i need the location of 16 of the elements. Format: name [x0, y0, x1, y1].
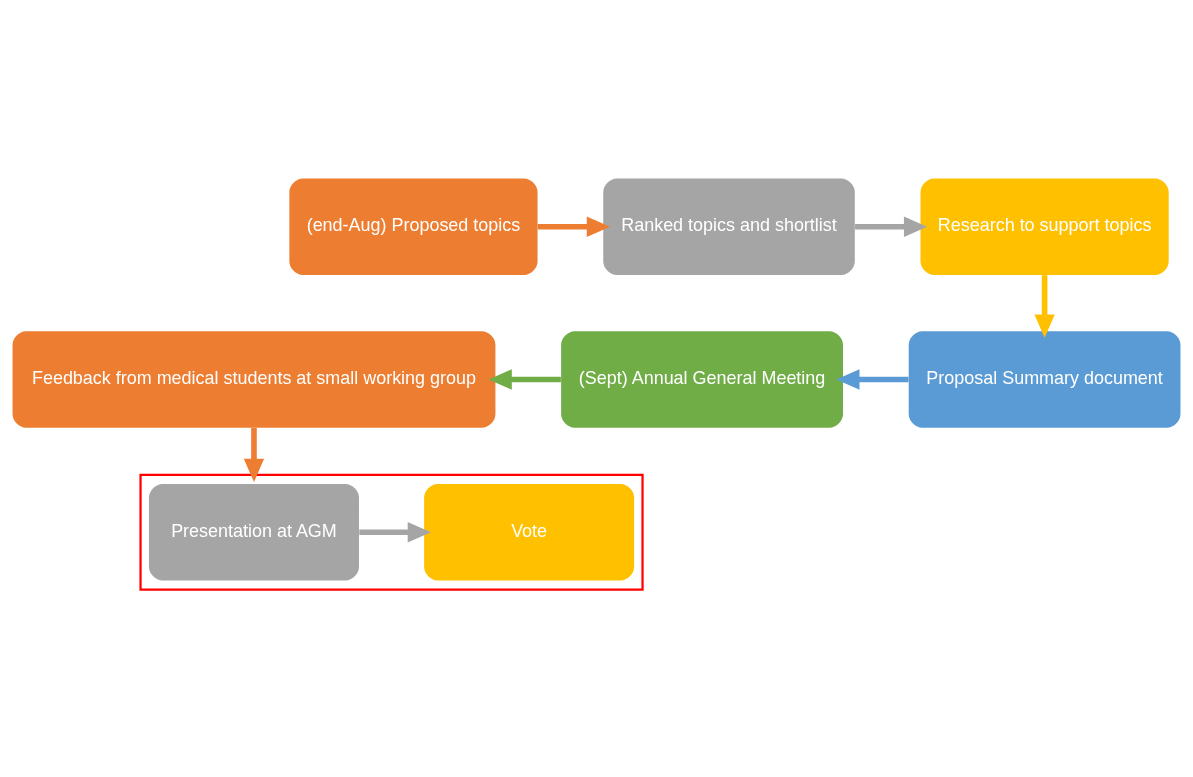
node-box: Ranked topics and shortlist [603, 178, 855, 276]
node-box: Research to support topics [920, 178, 1169, 276]
arrow [855, 216, 928, 237]
node-box: Proposal Summary document [908, 331, 1181, 428]
arrow [1034, 275, 1055, 338]
arrow [243, 427, 265, 482]
cluster [139, 473, 644, 591]
node-box: Vote [424, 483, 635, 581]
arrow [836, 369, 909, 390]
arrow [488, 369, 561, 390]
node-box: (end-Aug) Proposed topics [289, 178, 538, 276]
arrow [537, 216, 611, 237]
arrow [359, 522, 431, 543]
node-box: (Sept) Annual General Meeting [561, 331, 843, 428]
node-box: Feedback from medical students at small working group [12, 331, 496, 428]
node-box: Presentation at AGM [148, 483, 359, 581]
